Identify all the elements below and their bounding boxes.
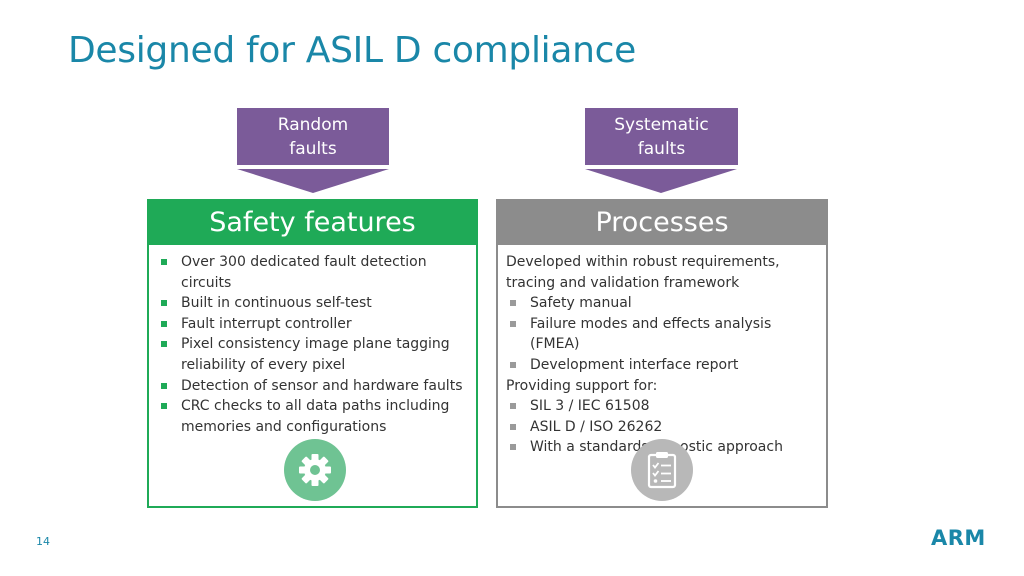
page-title: Designed for ASIL D compliance [68,30,637,71]
systematic-faults-line-1: Systematic [614,115,709,135]
random-faults-arrow [237,169,389,193]
systematic-faults-line-2: faults [637,139,686,159]
random-faults-line-2: faults [289,139,337,159]
random-faults-line-1: Random [277,115,349,135]
process-item: Safety manual [506,293,818,314]
safety-feature-item: Pixel consistency image plane tagging re… [157,334,468,375]
safety-feature-item: Built in continuous self-test [157,293,468,314]
gear-icon [284,439,346,501]
safety-features-body: Over 300 dedicated fault detection circu… [149,245,476,437]
processes-body: Developed within robust requirements, tr… [498,245,826,458]
random-faults-box: Random faults [237,108,389,165]
support-item: ASIL D / ISO 26262 [506,417,818,438]
process-item: Failure modes and effects analysis (FMEA… [506,314,818,355]
processes-header: Processes [498,201,826,245]
support-item: SIL 3 / IEC 61508 [506,396,818,417]
safety-features-header: Safety features [149,201,476,245]
process-item: Development interface report [506,355,818,376]
systematic-faults-arrow [585,169,737,193]
safety-features-panel: Safety features Over 300 dedicated fault… [147,199,478,508]
safety-feature-item: Over 300 dedicated fault detection circu… [157,252,468,293]
safety-feature-item: Fault interrupt controller [157,314,468,335]
arm-logo: ARM [931,526,986,550]
safety-feature-item: Detection of sensor and hardware faults [157,376,468,397]
processes-list: Safety manual Failure modes and effects … [506,293,818,375]
safety-feature-item: CRC checks to all data paths including m… [157,396,468,437]
processes-intro: Developed within robust requirements, tr… [506,254,780,291]
support-label: Providing support for: [506,377,658,394]
clipboard-checklist-icon [631,439,693,501]
systematic-faults-box: Systematic faults [585,108,738,165]
safety-features-list: Over 300 dedicated fault detection circu… [157,252,468,437]
page-number: 14 [36,535,50,548]
processes-panel: Processes Developed within robust requir… [496,199,828,508]
